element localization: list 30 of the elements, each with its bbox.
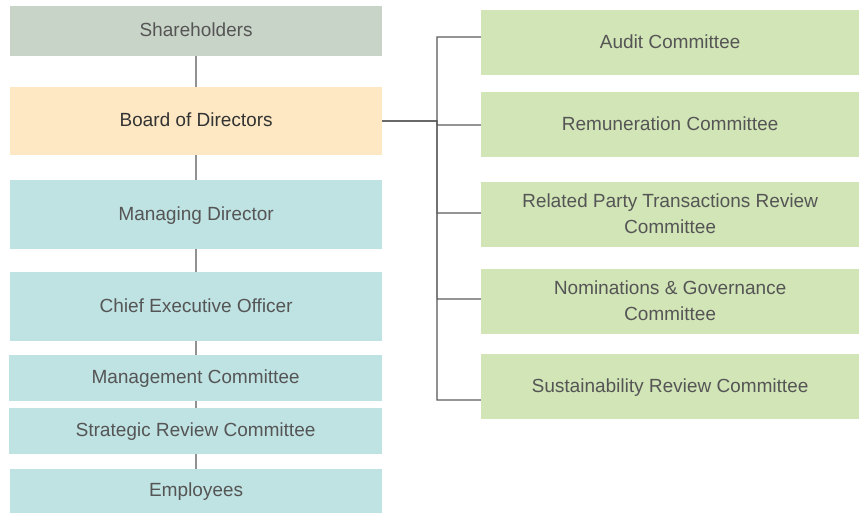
committee-box: [481, 10, 859, 75]
box-label: Related Party Transactions Review Committee: [521, 190, 819, 240]
box-label: Management Committee: [91, 366, 300, 390]
committee-box: [9, 408, 382, 454]
employees-box: [10, 469, 382, 513]
committee-box: [9, 355, 382, 401]
box-label: Strategic Review Committee: [76, 419, 316, 443]
role-box: [10, 180, 382, 249]
box-label: Managing Director: [118, 202, 274, 226]
committee-box: [481, 182, 859, 247]
box-label: Audit Committee: [600, 30, 740, 54]
board-box: [10, 87, 382, 155]
box-label: Board of Directors: [119, 109, 273, 133]
connector-line: [195, 249, 197, 272]
box-label: Remuneration Committee: [562, 112, 778, 136]
connector-line: [195, 56, 197, 87]
committee-box: [481, 269, 859, 334]
connector-line: [195, 155, 197, 180]
connector-line: [195, 454, 197, 469]
box-label: Sustainability Review Committee: [532, 374, 808, 398]
committee-box: [481, 354, 859, 419]
connector-line: [195, 341, 197, 355]
box-label: Nominations & Governance Committee: [552, 276, 788, 326]
role-box: [10, 272, 382, 341]
box-label: Shareholders: [139, 19, 253, 43]
connector-line: [382, 120, 481, 401]
box-label: Employees: [149, 479, 243, 503]
committee-box: [481, 92, 859, 157]
box-label: Chief Executive Officer: [100, 294, 292, 318]
shareholders-box: [10, 6, 382, 56]
